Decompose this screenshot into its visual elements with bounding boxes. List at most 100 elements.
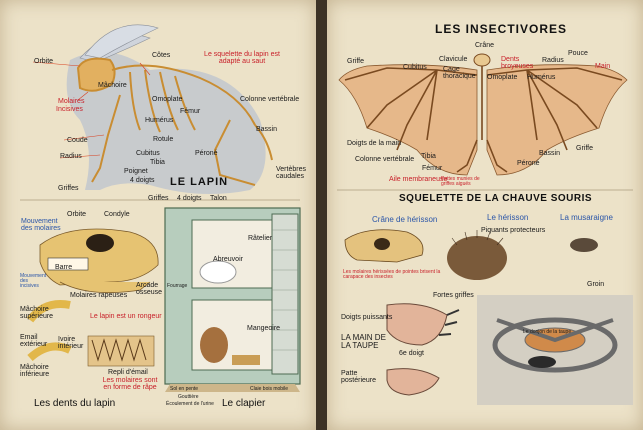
bat-wing-right — [486, 64, 628, 176]
bat-wing-left — [338, 64, 478, 176]
label-molaires-note: Les molaires hérissées de pointes brisen… — [343, 269, 441, 280]
shrew — [570, 238, 598, 252]
label-radius: Radius — [60, 153, 82, 160]
label-bassin: Bassin — [539, 150, 561, 157]
insectivores-illustrations — [337, 53, 633, 405]
label-fortes-griffes: Fortes griffes — [433, 292, 474, 299]
caption-dents: Les dents du lapin — [34, 398, 116, 409]
label-molaires-rapeuses: Molaires rapeuses — [70, 292, 128, 299]
label-aile: Aile membraneuse — [389, 176, 448, 183]
label-ivoire: Ivoire intérieur — [58, 336, 84, 350]
label-femur: Fémur — [422, 165, 443, 172]
label-griffe-right: Griffe — [576, 145, 593, 152]
label-griffes: Griffes — [58, 185, 79, 192]
label-rotule: Rotule — [153, 136, 174, 143]
label-pattes: Pattes munies de griffes aiguës — [441, 176, 480, 187]
label-mangeoire: Mangeoire — [247, 325, 281, 332]
label-ecoulement: Écoulement de l'urine — [166, 401, 214, 407]
bat-skull — [473, 53, 491, 67]
rabbit-skull — [39, 228, 159, 294]
label-skull-orbite: Orbite — [67, 211, 87, 218]
label-rongeur: Le lapin est un rongeur — [90, 313, 162, 320]
label-tibia: Tibia — [421, 153, 436, 160]
mole-donjon — [477, 295, 633, 405]
label-orbite: Orbite — [34, 58, 54, 65]
label-omoplate: Omoplate — [487, 74, 518, 81]
label-donjon: Le donjon de la taupe — [523, 329, 572, 335]
label-condyle: Condyle — [104, 211, 130, 218]
label-claie: Claie bois mobile — [250, 386, 289, 392]
rabbit-hutch — [164, 207, 301, 392]
label-humerus: Humérus — [527, 74, 556, 81]
label-cubitus: Cubitus — [403, 64, 427, 71]
label-patte-post: Patte postérieure — [341, 370, 377, 384]
label-fourrage: Fourrage — [167, 283, 188, 289]
label-4-doigts: 4 doigts — [130, 177, 155, 184]
mole-hand — [386, 303, 460, 396]
label-coude: Coude — [67, 137, 88, 144]
label-femur: Fémur — [180, 108, 201, 115]
label-le-herisson: Le hérisson — [487, 213, 529, 222]
label-poignet: Poignet — [124, 168, 148, 175]
label-barre: Barre — [55, 264, 73, 271]
label-email-ext: Email extérieur — [20, 334, 48, 348]
label-molaires: Molaires — [58, 98, 85, 105]
label-main-taupe: LA MAIN DE LA TAUPE — [341, 333, 386, 350]
label-bassin: Bassin — [256, 126, 278, 133]
label-perone: Péroné — [517, 160, 540, 167]
label-sol: Sol en pente — [170, 386, 199, 392]
bat-skeleton — [344, 62, 623, 173]
label-gouttiere: Gouttière — [178, 394, 199, 400]
label-humerus: Humérus — [145, 117, 174, 124]
incisor-diagram — [26, 300, 72, 362]
label-talon: Talon — [210, 195, 227, 202]
rabbit-poster: LE LAPIN Le squelette du lapin est adapt… — [0, 0, 316, 430]
label-omoplate: Omoplate — [152, 96, 183, 103]
label-tibia: Tibia — [150, 159, 165, 166]
label-radius: Radius — [542, 57, 564, 64]
label-doigts-puissants: Doigts puissants — [341, 314, 393, 321]
label-doigts-main: Doigts de la main — [347, 140, 402, 147]
label-machoire: Mâchoire — [98, 82, 127, 89]
label-abreuvoir: Abreuvoir — [213, 256, 243, 263]
label-crane-herisson: Crâne de hérisson — [372, 215, 438, 224]
label-arcade: Arcade osseuse — [136, 282, 163, 296]
molar-section — [87, 335, 155, 367]
label-pouce: Pouce — [568, 50, 588, 57]
label-mouvement-molaires: Mouvement des molaires — [21, 218, 61, 232]
rabbit-skeleton — [76, 57, 273, 186]
label-cage: Cage thoracique — [443, 66, 476, 80]
section-title: SQUELETTE DE LA CHAUVE SOURIS — [399, 193, 593, 204]
insectivores-poster: LES INSECTIVORES Crâne Griffe Cubitus Cl… — [327, 0, 643, 430]
page-title: LES INSECTIVORES — [435, 22, 568, 36]
page-title: LE LAPIN — [170, 176, 229, 188]
label-mouvement-incisives: Mouvement des incisives — [20, 273, 47, 289]
label-colonne: Colonne vertébrale — [355, 156, 415, 163]
subtitle: Le squelette du lapin est adapté au saut — [204, 51, 280, 65]
label-perone: Péroné — [195, 150, 218, 157]
label-dents-broyeuses: Dents broyeuses — [501, 56, 534, 70]
label-molaires-rape: Les molaires sont en forme de râpe — [102, 377, 158, 391]
label-crane: Crâne — [475, 42, 495, 49]
label-machoire-sup: Mâchoire supérieure — [20, 306, 54, 320]
label-machoire-inf: Mâchoire inférieure — [20, 364, 50, 378]
label-colonne: Colonne vertébrale — [240, 96, 300, 103]
label-main: Main — [595, 63, 611, 70]
rabbit-illustrations — [20, 24, 301, 392]
label-griffe-left: Griffe — [347, 58, 364, 65]
label-vertebres: Vertèbres caudales — [276, 166, 306, 180]
label-cotes: Côtes — [152, 52, 171, 59]
rabbit-ear — [84, 24, 159, 59]
label-groin: Groin — [587, 281, 605, 288]
label-griffes-back: Griffes — [148, 195, 169, 202]
label-clavicule: Clavicule — [439, 56, 468, 63]
label-incisives: Incisives — [56, 106, 83, 113]
label-4-doigts-back: 4 doigts — [177, 195, 202, 202]
caption-clapier: Le clapier — [222, 398, 266, 409]
label-6e-doigt: 6e doigt — [399, 350, 424, 357]
label-repli: Repli d'émail — [108, 369, 148, 376]
label-piquants: Piquants protecteurs — [481, 227, 546, 234]
hedgehog — [447, 236, 507, 280]
label-musaraigne: La musaraigne — [560, 213, 613, 222]
label-ratelier: Râtelier — [248, 235, 273, 242]
